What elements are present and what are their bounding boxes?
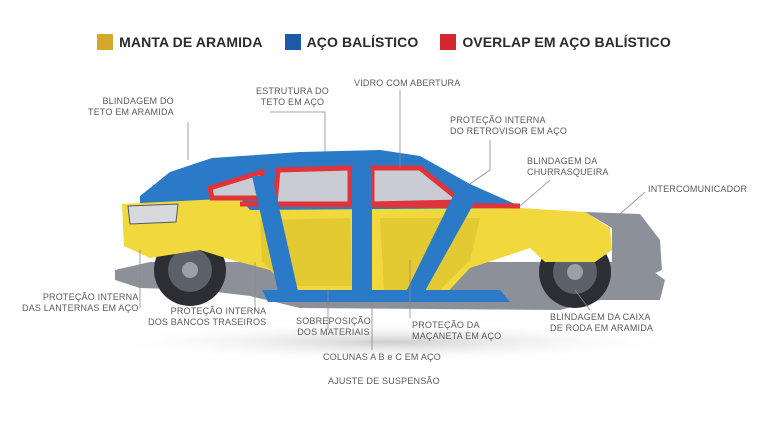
callout-door-handle-line2: MAÇANETA EM AÇO bbox=[412, 331, 502, 341]
callout-overlap-materials: SOBREPOSIÇÃO DOS MATERIAIS bbox=[296, 316, 371, 338]
legend-item-aramid: MANTA DE ARAMIDA bbox=[97, 34, 262, 50]
legend-item-overlap: OVERLAP EM AÇO BALÍSTICO bbox=[440, 34, 671, 50]
steel-sill bbox=[262, 290, 510, 302]
callout-wheel-arch-line1: BLINDAGEM DA CAIXA bbox=[550, 312, 651, 322]
callout-wheel-arch-line2: DE RODA EM ARAMIDA bbox=[550, 323, 654, 333]
callout-intercom: INTERCOMUNICADOR bbox=[648, 184, 747, 195]
callout-grill-line2: CHURRASQUEIRA bbox=[527, 167, 609, 177]
rear-lamp bbox=[127, 203, 179, 225]
callout-mirror: PROTEÇÃO INTERNA DO RETROVISOR EM AÇO bbox=[450, 115, 567, 137]
callout-roof-structure-line1: ESTRUTURA DO bbox=[256, 86, 329, 96]
leader-intercom bbox=[619, 191, 646, 215]
callout-rear-seats-line1: PROTEÇÃO INTERNA bbox=[170, 306, 267, 316]
leader-grill bbox=[519, 179, 551, 207]
legend-swatch-aramid bbox=[97, 34, 114, 50]
callout-grill: BLINDAGEM DA CHURRASQUEIRA bbox=[527, 156, 609, 178]
callout-roof-aramid: BLINDAGEM DO TETO EM ARAMIDA bbox=[88, 96, 174, 118]
callout-wheel-arch: BLINDAGEM DA CAIXA DE RODA EM ARAMIDA bbox=[550, 312, 653, 334]
callout-mirror-line1: PROTEÇÃO INTERNA bbox=[450, 115, 546, 125]
legend-label-overlap: OVERLAP EM AÇO BALÍSTICO bbox=[462, 34, 671, 50]
callout-grill-line1: BLINDAGEM DA bbox=[527, 156, 598, 166]
front-end bbox=[585, 212, 662, 280]
callout-overlap-materials-line1: SOBREPOSIÇÃO bbox=[296, 316, 371, 326]
ground-shadow bbox=[100, 322, 680, 362]
leader-mirror bbox=[469, 140, 491, 185]
callout-leader-lines bbox=[139, 90, 646, 350]
callout-lanterns-line1: PROTEÇÃO INTERNA bbox=[42, 292, 139, 302]
pillar-b bbox=[352, 168, 372, 302]
leader-wheel-arch bbox=[574, 289, 591, 311]
leader-roof-structure bbox=[270, 111, 326, 152]
legend: MANTA DE ARAMIDA AÇO BALÍSTICO OVERLAP E… bbox=[0, 34, 768, 50]
callout-lanterns: PROTEÇÃO INTERNA DAS LANTERNAS EM AÇO bbox=[22, 292, 139, 314]
pillar-c bbox=[252, 176, 300, 300]
callout-suspension: AJUSTE DE SUSPENSÃO bbox=[328, 376, 440, 387]
legend-label-steel: AÇO BALÍSTICO bbox=[306, 34, 419, 50]
callout-rear-seats: PROTEÇÃO INTERNA DOS BANCOS TRASEIROS bbox=[148, 306, 266, 328]
pillar-a bbox=[402, 190, 478, 300]
legend-swatch-steel bbox=[284, 34, 301, 50]
callout-suspension-line1: AJUSTE DE SUSPENSÃO bbox=[328, 376, 440, 386]
callout-roof-aramid-line1: BLINDAGEM DO bbox=[102, 96, 174, 106]
callout-roof-aramid-line2: TETO EM ARAMIDA bbox=[88, 107, 174, 117]
rear-door-window bbox=[275, 168, 350, 204]
legend-item-steel: AÇO BALÍSTICO bbox=[284, 34, 419, 50]
callout-intercom-line1: INTERCOMUNICADOR bbox=[648, 184, 748, 194]
callout-mirror-line2: DO RETROVISOR EM AÇO bbox=[450, 126, 568, 136]
callout-roof-structure: ESTRUTURA DO TETO EM AÇO bbox=[256, 86, 329, 108]
callout-columns: COLUNAS A B e C EM AÇO bbox=[323, 352, 441, 363]
callout-door-handle: PROTEÇÃO DA MAÇANETA EM AÇO bbox=[412, 320, 501, 342]
callout-roof-structure-line2: TETO EM AÇO bbox=[260, 97, 325, 107]
front-door-window bbox=[372, 168, 462, 204]
legend-swatch-overlap bbox=[440, 34, 457, 50]
callout-columns-line1: COLUNAS A B e C EM AÇO bbox=[323, 352, 441, 362]
callout-glass-line1: VIDRO COM ABERTURA bbox=[354, 78, 461, 88]
callout-lanterns-line2: DAS LANTERNAS EM AÇO bbox=[22, 303, 139, 313]
callout-door-handle-line1: PROTEÇÃO DA bbox=[412, 320, 480, 330]
legend-label-aramid: MANTA DE ARAMIDA bbox=[119, 34, 263, 50]
callout-glass: VIDRO COM ABERTURA bbox=[354, 78, 460, 89]
callout-overlap-materials-line2: DOS MATERIAIS bbox=[297, 327, 370, 337]
steel-pillars bbox=[252, 168, 478, 302]
callout-rear-seats-line2: DOS BANCOS TRASEIROS bbox=[148, 317, 267, 327]
